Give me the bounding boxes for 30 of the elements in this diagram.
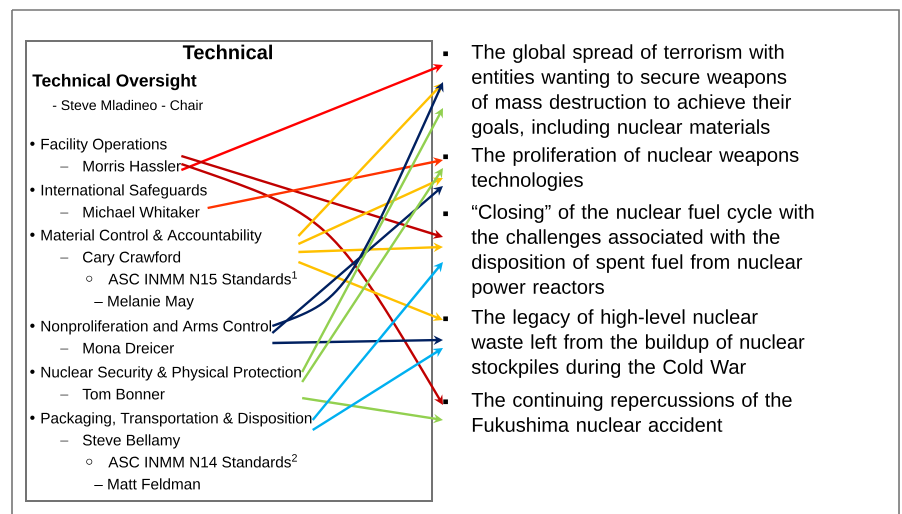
node-label: Facility Operations <box>42 138 167 153</box>
node-label: Nuclear Security & Physical Protection <box>42 366 301 381</box>
node-label: Material Control & Accountability <box>42 229 262 244</box>
node-label: – Melanie May <box>94 295 194 310</box>
chair-name: - Steve Mladineo - Chair <box>52 100 203 110</box>
node-label: Tom Bonner <box>82 388 165 400</box>
node-label: ASC INMM N14 Standards$^{2}$ <box>108 454 297 468</box>
list-item: Nonproliferation and Arms Control Mona Dreicer <box>30 320 271 354</box>
heading: Technical Oversight <box>32 74 196 90</box>
node-label: Cary Crawford <box>83 251 180 266</box>
node-label: Steve Bellamy <box>82 434 180 449</box>
panel-title: Technical <box>182 44 272 60</box>
bullet-point: “Closing” of the nuclear fuel cycle with the challenges associated with the disposition of spent fuel from nuclear power reactors <box>443 204 814 298</box>
list-item: Facility Operations Morris Hassler <box>30 138 181 172</box>
bullet-point: The legacy of high-level nuclear waste left from the buildup of nuclear stockpiles during the Cold War <box>443 309 804 378</box>
node-label: Packaging, Transportation & Disposition <box>42 412 312 427</box>
list-item: International Safeguards Michael Whitaker <box>30 184 207 218</box>
node-label: Michael Whitaker <box>84 206 200 218</box>
list-item: Nuclear Security & Physical Protection Tom Bonner <box>30 366 301 400</box>
node-label: ASC INMM N15 Standards$^{1}$ <box>108 271 297 285</box>
node-label: Morris Hassler <box>84 160 181 172</box>
node-label: International Safeguards <box>42 184 207 199</box>
bullet-point: The continuing repercussions of the Fukushima nuclear accident <box>443 392 792 432</box>
list-item: Material Control & Accountability Cary Crawford ASC INMM N15 Standards$^{1}$ – Melanie May <box>30 229 297 310</box>
node-label: Nonproliferation and Arms Control <box>42 320 272 335</box>
list-item: Packaging, Transportation & Disposition Steve Bellamy ASC INMM N14 Standards$^{2}$ – Matt Feldman <box>30 412 312 490</box>
node-label: Mona Dreicer <box>84 342 174 354</box>
node-label: – Matt Feldman <box>94 478 200 490</box>
bullet-point: The proliferation of nuclear weapons technologies <box>443 147 798 191</box>
bullet-point: The global spread of terrorism with entities wanting to secure weapons of mass destruction to achieve their goals, including nuclear materials <box>443 44 792 138</box>
